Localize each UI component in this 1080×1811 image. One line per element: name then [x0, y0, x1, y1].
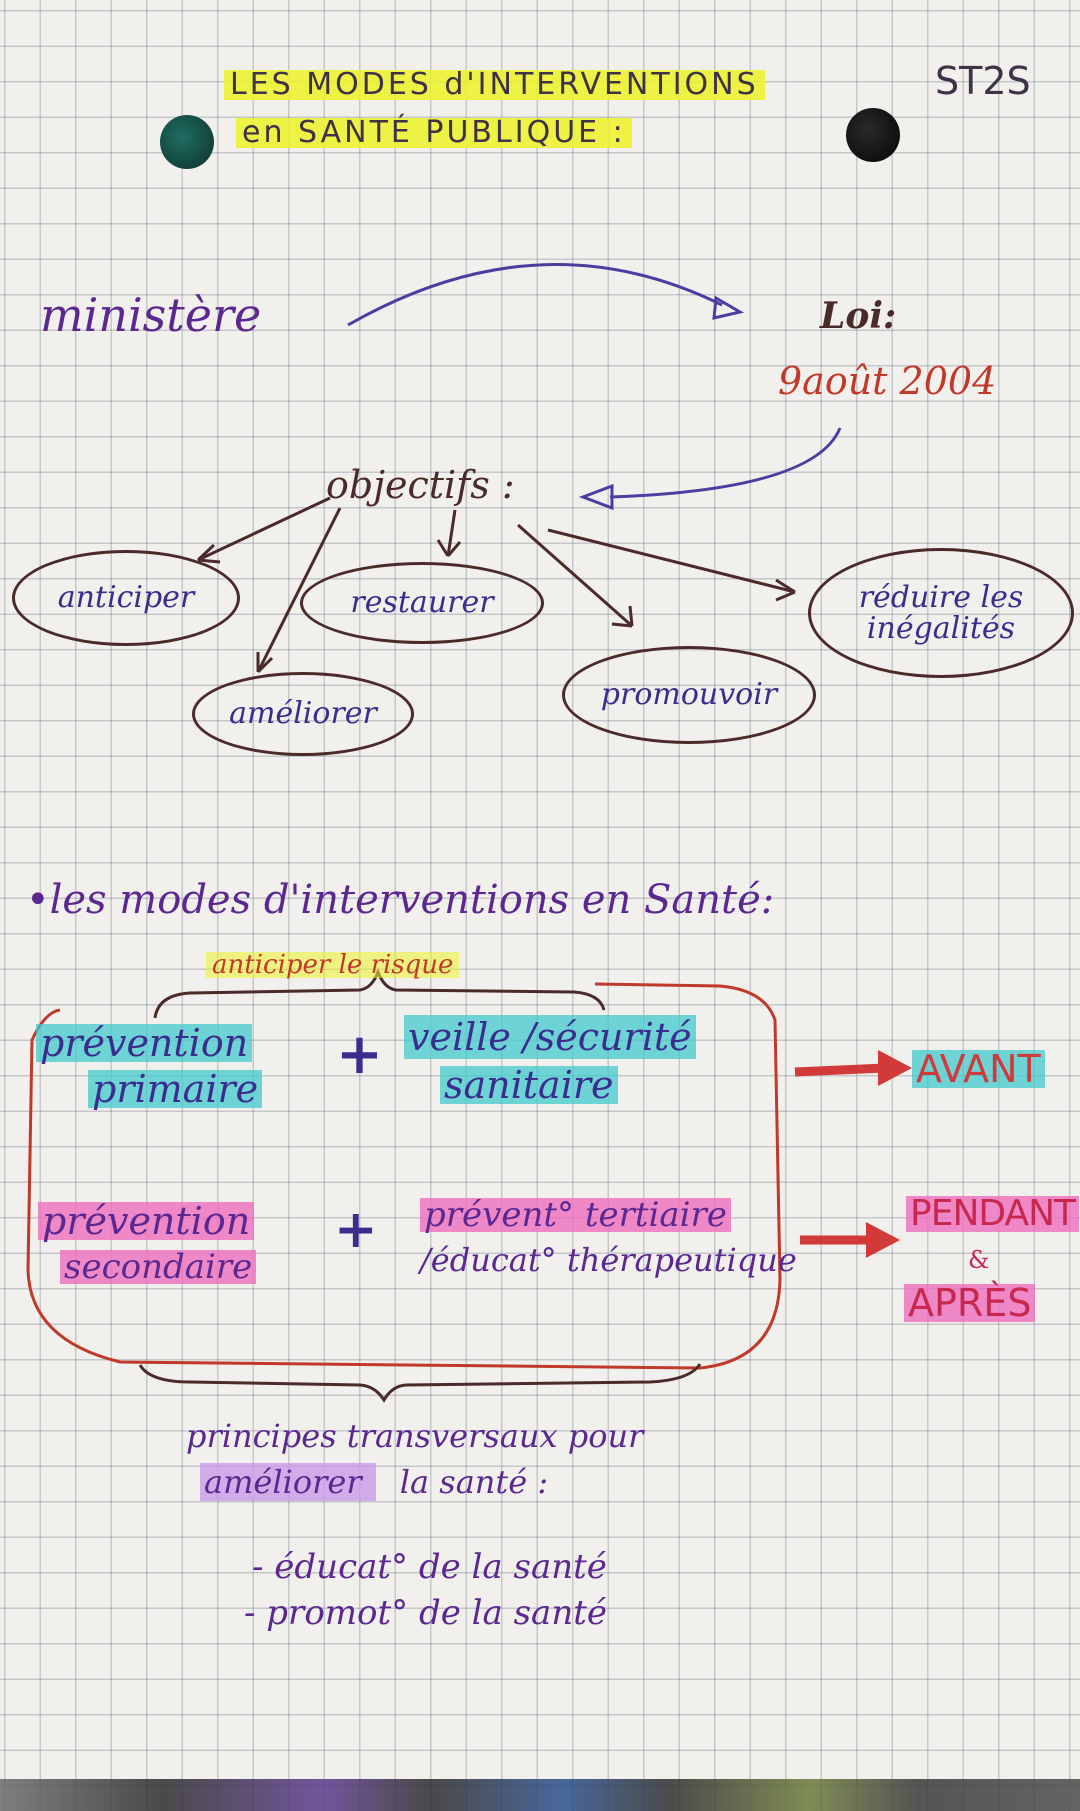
pendant-label: PENDANT — [906, 1196, 1080, 1232]
section-heading-text: les modes d'interventions en Santé: — [49, 877, 775, 923]
prevention-secondaire-line1: prévention — [38, 1202, 255, 1240]
loi-date: 9août 2004 — [778, 359, 997, 403]
bullet-dot: • — [26, 877, 50, 923]
objective-restaurer: restaurer — [350, 585, 494, 621]
principe-item-1: - éducat° de la santé — [252, 1547, 607, 1587]
et-label: & — [968, 1246, 990, 1274]
ameliorer-highlight: améliorer — [200, 1463, 376, 1501]
plus-sign-2: + — [334, 1199, 378, 1260]
principe-item-2-text: - promot° de la santé — [244, 1593, 608, 1633]
principes-line2: améliorer la santé : — [200, 1463, 549, 1501]
tertiaire-line2: /éducat° thérapeutique — [420, 1241, 797, 1279]
objective-promouvoir: promouvoir — [600, 677, 778, 713]
oval-restaurer: restaurer — [300, 562, 544, 644]
arrow-to-restaurer — [446, 509, 457, 557]
arrow-to-reduire — [547, 528, 796, 594]
page-title-line1: LES MODES d'INTERVENTIONS — [224, 70, 765, 100]
veille-line2: sanitaire — [440, 1066, 618, 1104]
oval-reduire: réduire les inégalités — [808, 548, 1074, 678]
bottom-page-edge — [0, 1779, 1080, 1811]
section-heading: •les modes d'interventions en Santé: — [26, 880, 774, 920]
principe-item-2: - promot° de la santé — [244, 1596, 607, 1630]
page-title-line2: en SANTÉ PUBLIQUE : — [236, 118, 632, 148]
objective-ameliorer: améliorer — [229, 696, 377, 732]
arrow-head-objectifs — [578, 483, 614, 511]
avant-label: AVANT — [912, 1050, 1045, 1088]
arrow-avant — [794, 1063, 886, 1077]
binder-hole-right — [846, 108, 900, 162]
prevention-secondaire-line2: secondaire — [60, 1250, 257, 1284]
anticiper-risque-label: anticiper le risque — [206, 952, 460, 978]
oval-anticiper: anticiper — [12, 550, 240, 646]
arrow-loi-objectifs — [609, 427, 842, 499]
principes-line1: principes transversaux pour — [186, 1417, 644, 1455]
ministere-label: ministère — [40, 288, 262, 342]
brace-principes — [138, 1363, 702, 1403]
apres-label: APRÈS — [904, 1284, 1036, 1322]
objective-anticiper: anticiper — [57, 580, 195, 616]
loi-label: Loi: — [820, 295, 897, 337]
prevention-primaire-line2: primaire — [88, 1070, 263, 1108]
arrow-head-loi — [712, 295, 745, 320]
veille-securite-text: veille /sécurité — [404, 1015, 696, 1059]
plus-sign-1: + — [336, 1021, 383, 1087]
oval-promouvoir: promouvoir — [562, 646, 816, 744]
arrow-ministere-loi — [347, 263, 723, 327]
binder-hole-left — [160, 115, 214, 169]
la-sante-text: la santé : — [399, 1463, 549, 1501]
veille-line1: veille /sécurité — [404, 1015, 696, 1059]
class-tag: ST2S — [935, 59, 1031, 103]
arrow-to-anticiper — [197, 496, 331, 562]
objective-reduire-line1: réduire les — [858, 579, 1024, 615]
objectifs-label: objectifs : — [326, 463, 515, 507]
prevention-primaire-line1: prévention — [36, 1024, 253, 1062]
oval-ameliorer: améliorer — [192, 672, 414, 756]
objective-reduire-line2: inégalités — [866, 611, 1016, 646]
tertiaire-line1: prévent° tertiaire — [420, 1198, 731, 1232]
